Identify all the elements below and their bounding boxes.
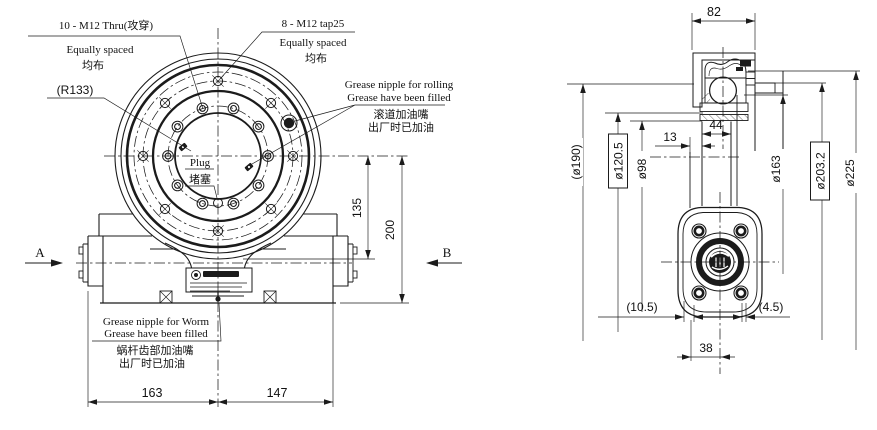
dia-120-text: ø120.5 xyxy=(612,142,626,180)
rolling-grease-nipple xyxy=(280,114,298,132)
worm-neck xyxy=(689,95,738,208)
note-roll-line3: 滚道加油嘴 xyxy=(374,107,429,121)
note-tap-line1: 8 - M12 tap25 xyxy=(282,18,345,30)
note-worm-line1: Grease nipple for Worm xyxy=(103,316,210,328)
dim-4-5-text: (4.5) xyxy=(759,300,784,314)
side-view: 82 (ø190) ø120.5 ø98 ø163 ø203 xyxy=(567,5,860,374)
note-plug-line1: Plug xyxy=(190,157,211,169)
dim-82: 82 xyxy=(691,5,756,50)
note-tap-line2: Equally spaced xyxy=(280,37,347,49)
dia-203-text: ø203.2 xyxy=(814,152,828,190)
flange-bolt xyxy=(733,285,749,301)
dim-38: 38 xyxy=(677,320,735,361)
centerlines-side xyxy=(650,47,779,374)
dim-10-5-text: (10.5) xyxy=(626,300,657,314)
annotations-front: 10 - M12 Thru(攻穿) Equally spaced 均布 8 - … xyxy=(57,18,454,370)
flange-bolt xyxy=(691,285,707,301)
dim-135-text: 135 xyxy=(350,198,364,218)
foot-chamfer xyxy=(159,290,277,304)
flange-bolt xyxy=(733,223,749,239)
dia-callouts-right: ø163 ø203.2 ø225 xyxy=(744,70,860,350)
worm-housing xyxy=(78,213,358,304)
note-roll-line4: 出厂时已加油 xyxy=(368,120,434,134)
nameplate xyxy=(185,267,253,293)
gear-rim-section xyxy=(704,77,747,104)
dim-163-text: 163 xyxy=(142,386,163,400)
note-thru-line2: Equally spaced xyxy=(67,44,134,56)
note-worm-line3: 蜗杆齿部加油嘴 xyxy=(117,343,194,357)
note-worm-line4: 出厂时已加油 xyxy=(119,356,185,370)
centerlines-front xyxy=(76,28,410,407)
leader-lines xyxy=(28,31,445,342)
dim-4-5: (4.5) xyxy=(714,300,790,322)
note-r133: (R133) xyxy=(57,83,94,97)
view-a-arrow: A xyxy=(25,245,63,267)
dim-44-text: 44 xyxy=(709,118,723,132)
section-housing xyxy=(692,52,784,151)
dim-147-text: 147 xyxy=(267,386,288,400)
note-roll-line1: Grease nipple for rolling xyxy=(345,79,454,91)
note-worm-line2: Grease have been filled xyxy=(104,328,208,340)
dim-38-text: 38 xyxy=(699,341,713,355)
note-thru-line3: 均布 xyxy=(82,59,104,72)
view-b-arrow: B xyxy=(426,245,462,267)
note-roll-line2: Grease have been filled xyxy=(347,92,451,104)
dia-98-text: ø98 xyxy=(635,158,649,179)
dia-callouts-left: (ø190) ø120.5 ø98 xyxy=(567,83,703,341)
dim-163-147: 163 147 xyxy=(87,291,334,407)
front-view: 135 200 163 147 A B 10 - M12 Thr xyxy=(25,18,462,407)
view-a-label: A xyxy=(35,245,45,260)
view-b-label: B xyxy=(443,245,452,260)
dia-163-text: ø163 xyxy=(769,155,783,183)
note-plug-line2: 堵塞 xyxy=(189,172,211,186)
dim-135: 135 xyxy=(243,156,375,260)
dim-13-text: 13 xyxy=(663,130,677,144)
dia-190-text: (ø190) xyxy=(569,144,583,179)
note-tap-line3: 均布 xyxy=(305,52,327,65)
dim-10-5: (10.5) xyxy=(598,300,708,322)
flange-bolt xyxy=(691,223,707,239)
dim-200-text: 200 xyxy=(383,220,397,240)
note-thru-line1: 10 - M12 Thru(攻穿) xyxy=(59,18,154,32)
inner-grease-fitting xyxy=(244,162,254,172)
dim-200: 200 xyxy=(340,156,409,304)
dia-225-text: ø225 xyxy=(843,159,857,187)
flange-rim-section xyxy=(754,82,776,94)
dim-13: 13 xyxy=(655,130,715,154)
seal-ring xyxy=(740,60,751,67)
dim-82-text: 82 xyxy=(707,5,721,19)
dim-44: 44 xyxy=(702,118,731,137)
